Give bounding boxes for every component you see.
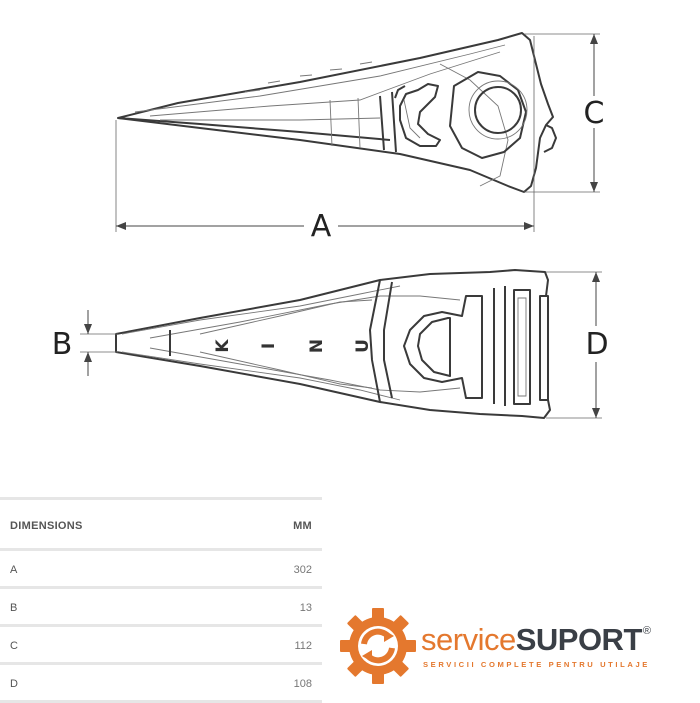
dimension-b: B [52,310,118,376]
brand-name: serviceSUPORT® [421,622,651,658]
dimension-label-a: A [311,209,332,244]
etched-letter-n: N [307,339,327,353]
row-label: B [10,602,18,614]
technical-drawing: A C K I N U [52,32,609,419]
dimension-label-c: C [584,96,605,131]
table-header-unit: MM [293,520,312,532]
row-value: 108 [293,678,312,690]
table-row: A 302 [0,551,322,589]
brand-name-part2: SUPORT [515,622,643,657]
row-value: 112 [294,640,312,652]
brand-name-part1: service [421,622,516,657]
table-row: C 112 [0,627,322,665]
table-header-label: DIMENSIONS [10,520,83,532]
dimension-c: C [524,33,605,193]
registered-mark: ® [642,625,651,637]
etched-letter-i: I [259,343,279,349]
row-value: 302 [293,564,312,576]
table-row: B 13 [0,589,322,627]
table-row: D 108 [0,665,322,703]
row-label: A [10,564,18,576]
row-label: D [10,678,18,690]
table-header-row: DIMENSIONS MM [0,497,322,551]
tooth-side-view [117,32,557,193]
brand-tagline: SERVICII COMPLETE PENTRU UTILAJE [423,660,650,669]
gear-icon [340,608,416,684]
etched-letter-u: U [353,339,373,353]
tooth-top-view: K I N U [115,269,551,419]
etched-letter-k: K [213,339,233,353]
dimension-label-b: B [52,327,73,362]
dimension-a: A [115,36,535,244]
brand-logo: serviceSUPORT® SERVICII COMPLETE PENTRU … [340,604,690,690]
dimension-label-d: D [585,327,608,362]
row-label: C [10,640,18,652]
dimension-d: D [546,271,609,419]
dimensions-table: DIMENSIONS MM A 302 B 13 C 112 D 108 [0,497,322,703]
row-value: 13 [299,602,312,614]
